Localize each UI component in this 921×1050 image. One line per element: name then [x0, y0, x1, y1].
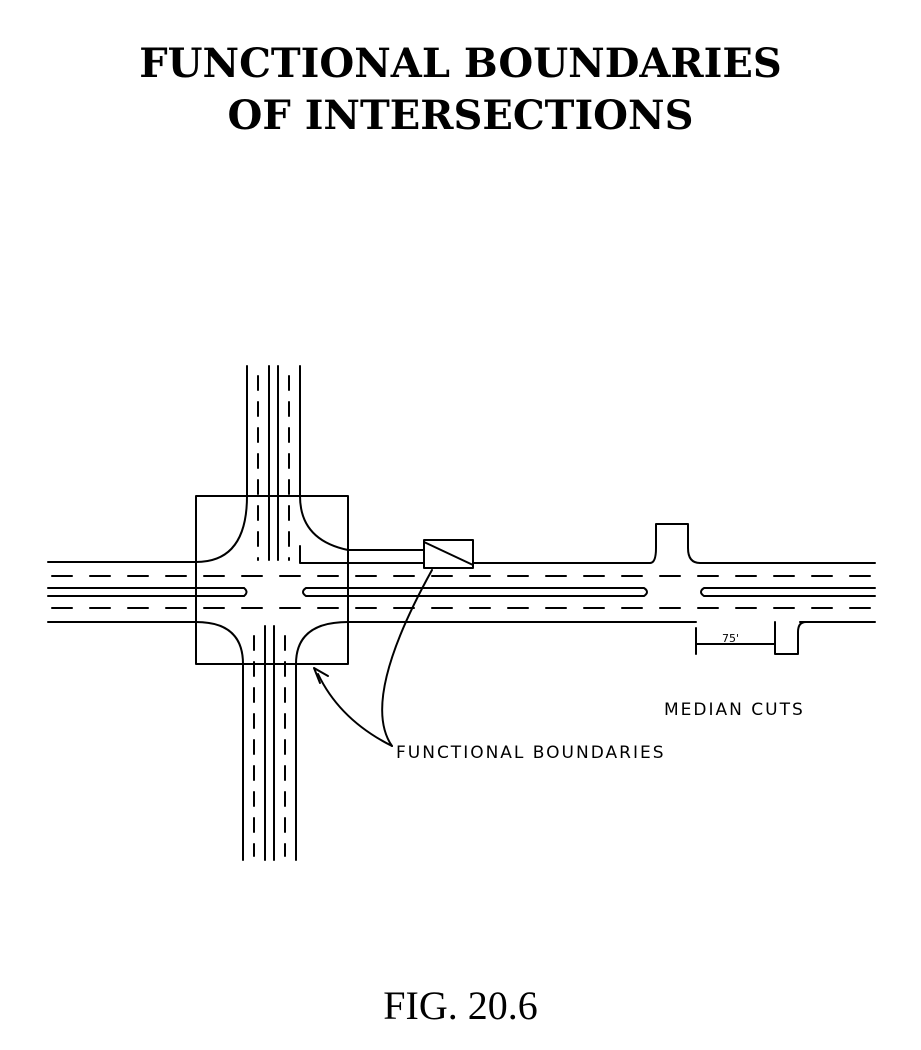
right-turn-lane-taper	[299, 545, 425, 564]
leader-line-to-intersection-box	[317, 673, 393, 747]
figure-caption: FIG. 20.6	[383, 983, 538, 1028]
median-west-nose	[243, 587, 248, 597]
median-center-island	[302, 587, 648, 597]
leader-arrowhead	[313, 667, 329, 684]
north-driveway	[649, 523, 701, 564]
median-cuts-label: MEDIAN CUTS	[664, 700, 805, 720]
driveway-boundary-box	[423, 539, 474, 569]
curb-return-sw	[195, 621, 244, 665]
curb-return-nw	[195, 495, 248, 563]
functional-boundary-box	[195, 495, 349, 665]
leader-line-to-driveway-box	[381, 569, 433, 747]
functional-boundaries-label: FUNCTIONAL BOUNDARIES	[396, 743, 666, 763]
curb-return-se	[295, 621, 349, 665]
driveway-boundary-diagonal	[423, 541, 474, 566]
title-line-2: OF INTERSECTIONS	[227, 92, 694, 139]
dimension-label: 75'	[722, 632, 739, 645]
page-title: FUNCTIONAL BOUNDARIES OF INTERSECTIONS	[0, 38, 921, 142]
curb-return-ne	[299, 495, 349, 551]
median-east-island	[700, 587, 876, 597]
title-line-1: FUNCTIONAL BOUNDARIES	[139, 40, 782, 87]
south-driveway	[774, 621, 807, 655]
